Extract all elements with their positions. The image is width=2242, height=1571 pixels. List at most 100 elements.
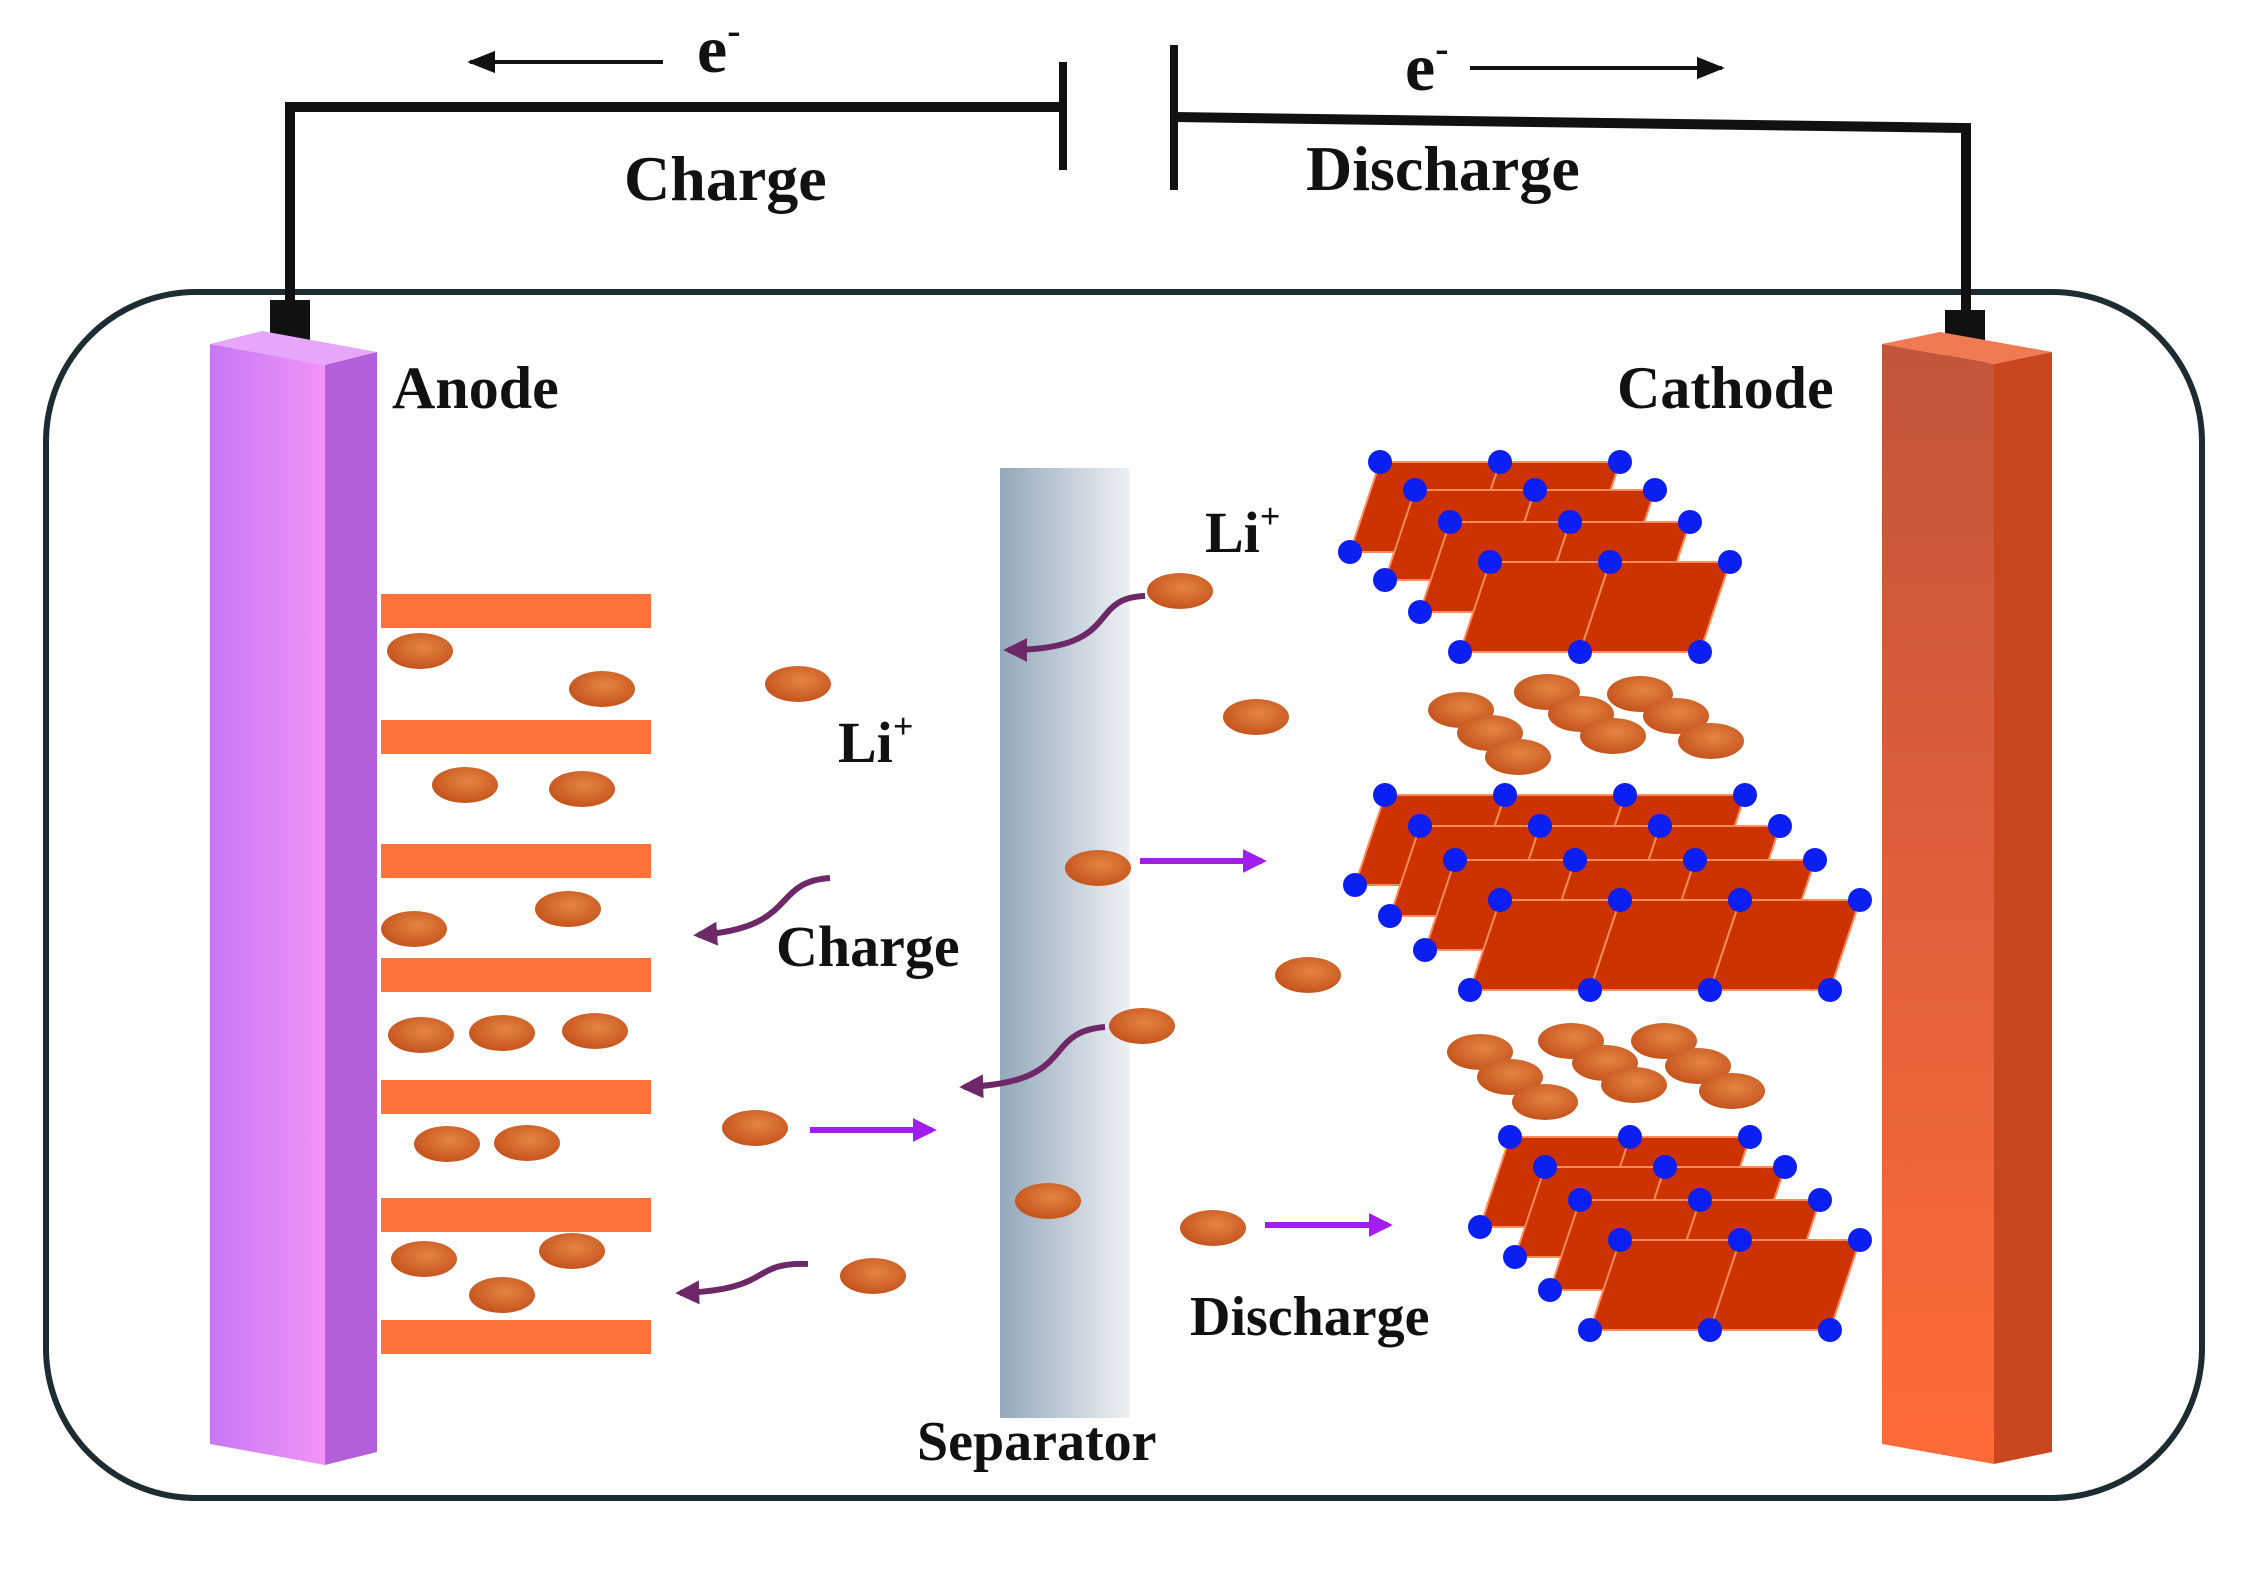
cathode-atom: [1533, 1155, 1557, 1179]
discharge-label-bottom: Discharge: [1190, 1286, 1430, 1348]
cathode-atom: [1608, 1228, 1632, 1252]
cathode-atom: [1848, 1228, 1872, 1252]
separator-label: Separator: [917, 1411, 1157, 1473]
lithium-ion: [1065, 850, 1131, 886]
lithium-ion: [494, 1125, 560, 1161]
cathode-atom: [1818, 978, 1842, 1002]
lithium-ion: [1580, 718, 1646, 754]
lithium-ion: [388, 1017, 454, 1053]
lithium-ion: [1275, 957, 1341, 993]
lithium-ion: [549, 771, 615, 807]
curved-arrow-icon: [675, 1260, 809, 1305]
cathode-atom: [1608, 450, 1632, 474]
separator-membrane: [1000, 468, 1130, 1418]
cathode-atom: [1558, 510, 1582, 534]
lithium-ion: [387, 633, 453, 669]
graphite-layer: [381, 1198, 651, 1232]
lithium-ion: [1109, 1008, 1175, 1044]
lithium-ion: [469, 1015, 535, 1051]
cathode-atom: [1448, 640, 1472, 664]
cathode-atom: [1443, 848, 1467, 872]
cathode-atom: [1523, 478, 1547, 502]
lithium-ion: [391, 1241, 457, 1277]
cathode-atom: [1683, 848, 1707, 872]
graphite-layer: [381, 594, 651, 628]
charge-label-top: Charge: [624, 143, 827, 214]
cathode-atom: [1503, 1245, 1527, 1269]
cathode-atom: [1408, 814, 1432, 838]
cathode-atom: [1568, 640, 1592, 664]
anode-label: Anode: [392, 355, 559, 421]
cathode-atom: [1678, 510, 1702, 534]
li-ion-label-left: Li+: [838, 706, 913, 775]
cathode-lattice: [1338, 450, 1872, 1342]
cathode-atom: [1698, 1318, 1722, 1342]
cathode-atom: [1688, 1188, 1712, 1212]
lithium-ion: [539, 1233, 605, 1269]
cathode-atom: [1768, 814, 1792, 838]
lithium-ions: [381, 573, 1765, 1313]
cathode-atom: [1808, 1188, 1832, 1212]
graphite-layer: [381, 958, 651, 992]
cathode-atom: [1343, 873, 1367, 897]
cathode-label: Cathode: [1617, 355, 1834, 421]
graphite-layer: [381, 720, 651, 754]
cathode-atom: [1488, 450, 1512, 474]
curved-arrow-icon: [959, 1024, 1106, 1099]
lithium-ion: [1643, 698, 1709, 734]
graphite-layer: [381, 1080, 651, 1114]
lithium-ion: [1665, 1048, 1731, 1084]
cathode-atom: [1738, 1125, 1762, 1149]
cathode-electrode: [1882, 332, 2052, 1464]
cathode-atom: [1648, 814, 1672, 838]
charge-label-mid: Charge: [776, 914, 960, 979]
cathode-atom: [1498, 1125, 1522, 1149]
lithium-ion: [1699, 1073, 1765, 1109]
external-circuit: [270, 45, 1985, 364]
cathode-atom: [1688, 640, 1712, 664]
cathode-atom: [1733, 783, 1757, 807]
electron-label-left: e-: [697, 8, 741, 87]
lithium-ion: [722, 1110, 788, 1146]
cathode-atom: [1618, 1125, 1642, 1149]
cathode-atom: [1563, 848, 1587, 872]
lithium-ion: [1477, 1059, 1543, 1095]
lithium-ion: [840, 1258, 906, 1294]
cathode-sheet: [1458, 888, 1872, 1002]
lithium-ion: [1631, 1023, 1697, 1059]
lithium-ion: [1015, 1183, 1081, 1219]
left-wire: [285, 102, 1063, 316]
cathode-atom: [1408, 600, 1432, 624]
lithium-ion: [562, 1013, 628, 1049]
lithium-ion: [432, 767, 498, 803]
cathode-atom: [1718, 550, 1742, 574]
cathode-atom: [1818, 1318, 1842, 1342]
cathode-atom: [1598, 550, 1622, 574]
cathode-atom: [1613, 783, 1637, 807]
cathode-atom: [1413, 938, 1437, 962]
lithium-ion: [1678, 723, 1744, 759]
lithium-ion: [1180, 1210, 1246, 1246]
lithium-ion: [765, 666, 831, 702]
cathode-atom: [1468, 1215, 1492, 1239]
cathode-sheet: [1578, 1228, 1872, 1342]
cathode-atom: [1528, 814, 1552, 838]
cathode-atom: [1728, 1228, 1752, 1252]
lithium-ion: [535, 891, 601, 927]
cathode-atom: [1438, 510, 1462, 534]
cathode-atom: [1368, 450, 1392, 474]
cathode-atom: [1378, 904, 1402, 928]
cathode-atom: [1848, 888, 1872, 912]
curved-arrow-icon: [1003, 593, 1146, 662]
lithium-ion: [381, 911, 447, 947]
li-ion-label-right: Li+: [1205, 496, 1280, 565]
cathode-atom: [1338, 540, 1362, 564]
cathode-atom: [1493, 783, 1517, 807]
ion-migration-arrows: [675, 593, 1393, 1305]
lithium-ion: [569, 671, 635, 707]
lithium-ion: [1485, 739, 1551, 775]
cathode-atom: [1578, 978, 1602, 1002]
lithium-ion: [1512, 1084, 1578, 1120]
cathode-atom: [1568, 1188, 1592, 1212]
